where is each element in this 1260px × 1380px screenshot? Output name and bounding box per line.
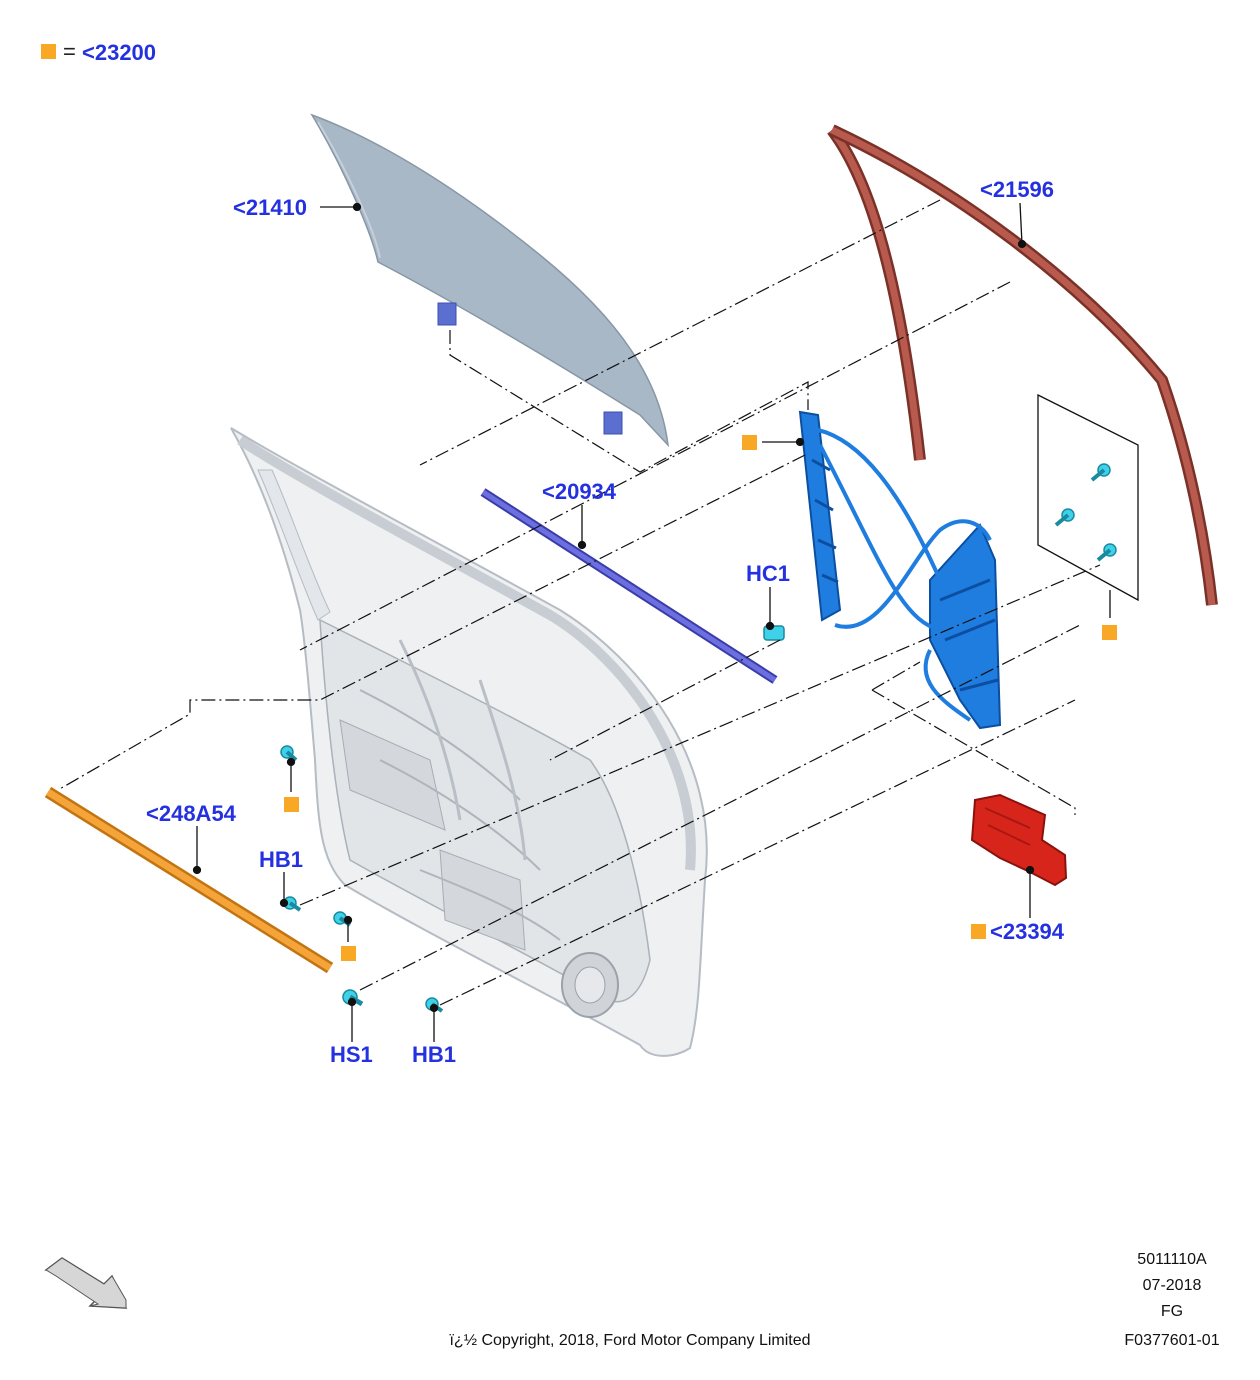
bolt-3 (1096, 543, 1117, 562)
marker-square-bolt-mid (341, 946, 356, 961)
belt-weatherstrip (480, 488, 778, 684)
marker-square-regulator (742, 435, 757, 450)
bolt-1 (1090, 463, 1111, 482)
door-inner-panel (230, 427, 708, 1057)
window-regulator (798, 410, 1002, 730)
callout-belt-weatherstrip[interactable]: <20934 (542, 479, 617, 504)
legend-reference[interactable]: <23200 (82, 40, 157, 65)
legend-marker-square (41, 44, 56, 59)
legend-equals: = (63, 39, 76, 64)
callout-clip-hc1[interactable]: HC1 (746, 561, 791, 586)
callout-bolt-hs1[interactable]: HS1 (330, 1042, 373, 1067)
projection-lines (57, 199, 1101, 1006)
diagram-code: 5011110A (1137, 1251, 1207, 1268)
front-direction-arrow-icon (44, 1257, 128, 1309)
glass-run-channel (827, 124, 1218, 606)
diagram-region: FG (1160, 1303, 1184, 1320)
callout-bolt-hb1-upper[interactable]: HB1 (259, 847, 304, 872)
diagram-date: 07-2018 (1142, 1277, 1202, 1294)
callout-motor[interactable]: <23394 (990, 919, 1065, 944)
callout-glass[interactable]: <21410 (233, 195, 308, 220)
marker-square-motor (971, 924, 986, 939)
bolt-group-box (1037, 393, 1139, 602)
callout-bolt-hb1-lower[interactable]: HB1 (412, 1042, 457, 1067)
window-glass (310, 113, 670, 448)
leader-lines (192, 202, 1111, 1042)
bolt-2 (1054, 508, 1075, 527)
copyright-notice: ï¿½ Copyright, 2018, Ford Motor Company … (449, 1332, 811, 1349)
bolt-hb1-left (283, 896, 302, 912)
bolt-hb1-upper (280, 745, 298, 762)
figure-number: F0377601-01 (1124, 1332, 1220, 1349)
callout-run-channel[interactable]: <21596 (980, 177, 1055, 202)
lower-weatherstrip (44, 786, 334, 974)
window-motor (970, 793, 1068, 887)
callout-lower-weatherstrip[interactable]: <248A54 (146, 801, 236, 826)
marker-square-bolts (1102, 625, 1117, 640)
marker-square-hb1-upper (284, 797, 299, 812)
